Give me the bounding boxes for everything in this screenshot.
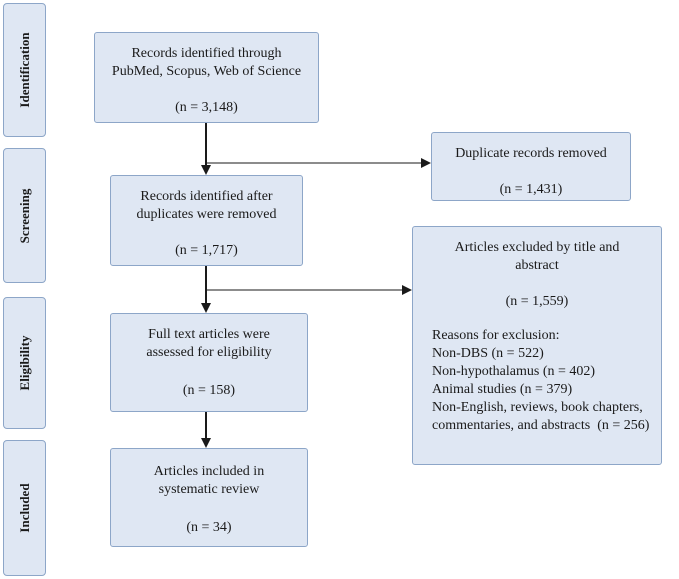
duplicates-removed-label: Duplicate records removed bbox=[455, 146, 607, 161]
exclusion-reasons-list: Reasons for exclusion: Non-DBS (n = 522)… bbox=[413, 327, 661, 435]
articles-excluded-box: Articles excluded by title and abstract … bbox=[412, 226, 662, 465]
records-after-duplicates-line2: duplicates were removed bbox=[136, 207, 277, 222]
articles-excluded-count: (n = 1,559) bbox=[505, 294, 569, 309]
records-identified-line2: PubMed, Scopus, Web of Science bbox=[111, 64, 302, 79]
full-text-count: (n = 158) bbox=[182, 383, 236, 398]
full-text-line2: assessed for eligibility bbox=[146, 345, 272, 360]
phase-screening: Screening bbox=[3, 148, 46, 283]
exclusion-reason-item: Non-DBS (n = 522) bbox=[432, 346, 544, 361]
phase-included: Included bbox=[3, 440, 46, 576]
phase-eligibility: Eligibility bbox=[3, 297, 46, 429]
articles-excluded-line1: Articles excluded by title and bbox=[454, 240, 620, 255]
articles-included-count: (n = 34) bbox=[186, 520, 232, 535]
exclusion-reason-item: Non-hypothalamus (n = 402) bbox=[432, 364, 596, 379]
records-after-duplicates-box: Records identified after duplicates were… bbox=[110, 175, 303, 266]
exclusion-reason-item: Non-English, reviews, book chapters, bbox=[432, 400, 643, 415]
exclusion-reason-item: commentaries, and abstracts (n = 256) bbox=[432, 418, 650, 433]
records-after-duplicates-line1: Records identified after bbox=[140, 189, 273, 204]
records-after-duplicates-count: (n = 1,717) bbox=[175, 243, 238, 258]
records-identified-line1: Records identified through bbox=[131, 46, 282, 61]
phase-identification: Identification bbox=[3, 3, 46, 137]
exclusion-reason-item: Animal studies (n = 379) bbox=[432, 382, 573, 397]
full-text-assessed-box: Full text articles were assessed for eli… bbox=[110, 313, 308, 412]
articles-excluded-line2: abstract bbox=[515, 258, 559, 273]
full-text-line1: Full text articles were bbox=[148, 327, 270, 342]
articles-included-box: Articles included in systematic review (… bbox=[110, 448, 308, 547]
records-identified-box: Records identified through PubMed, Scopu… bbox=[94, 32, 319, 123]
articles-included-line2: systematic review bbox=[158, 482, 260, 497]
duplicates-removed-box: Duplicate records removed (n = 1,431) bbox=[431, 132, 631, 201]
exclusion-reasons-title: Reasons for exclusion: bbox=[432, 328, 560, 343]
duplicates-removed-count: (n = 1,431) bbox=[499, 182, 563, 197]
articles-included-line1: Articles included in bbox=[153, 464, 265, 479]
records-identified-count: (n = 3,148) bbox=[175, 100, 238, 115]
